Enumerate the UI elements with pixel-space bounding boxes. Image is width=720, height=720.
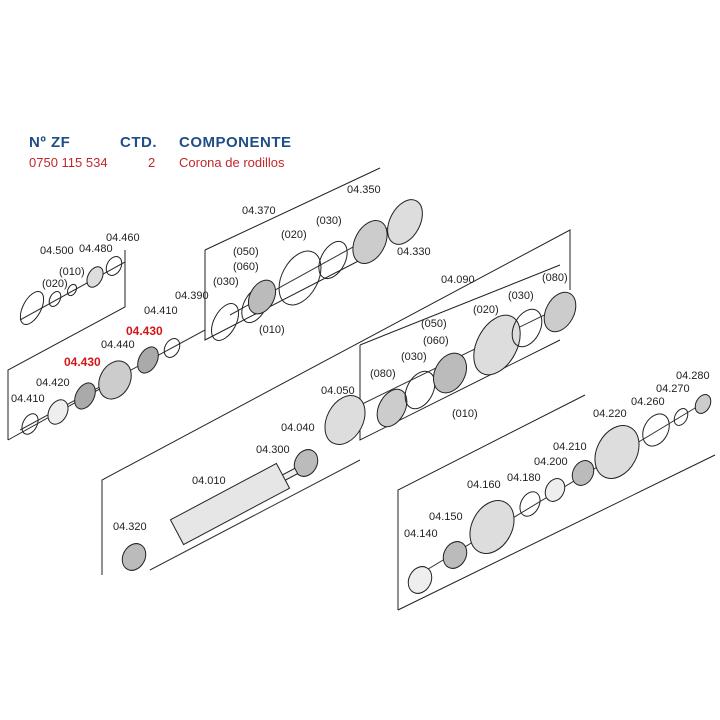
label-030: (030) [213, 276, 239, 288]
label-04430-highlight: 04.430 [126, 324, 163, 338]
label-04270: 04.270 [656, 383, 690, 395]
label-04200: 04.200 [534, 456, 568, 468]
label-04150: 04.150 [429, 511, 463, 523]
label-04140: 04.140 [404, 528, 438, 540]
label-020: (020) [42, 278, 68, 290]
label-04050: 04.050 [321, 385, 355, 397]
label-04420: 04.420 [36, 377, 70, 389]
label-04410: 04.410 [144, 305, 178, 317]
label-04430-highlight: 04.430 [64, 355, 101, 369]
label-010: (010) [59, 266, 85, 278]
label-04220: 04.220 [593, 408, 627, 420]
label-04040: 04.040 [281, 422, 315, 434]
label-04440: 04.440 [101, 339, 135, 351]
label-04460: 04.460 [106, 232, 140, 244]
header-quantity: CTD. [120, 134, 157, 151]
part-number-value: 0750 115 534 [29, 155, 108, 170]
label-04280: 04.280 [676, 370, 710, 382]
part-labels: 04.500 04.480 04.460 (010) (020) 04.370 … [11, 184, 710, 540]
label-04330: 04.330 [397, 246, 431, 258]
label-050: (050) [421, 318, 447, 330]
label-060: (060) [233, 261, 259, 273]
label-030: (030) [508, 290, 534, 302]
header-part-number: Nº ZF [29, 134, 71, 151]
label-04500: 04.500 [40, 245, 74, 257]
component-value: Corona de rodillos [179, 155, 285, 170]
label-04180: 04.180 [507, 472, 541, 484]
label-04160: 04.160 [467, 479, 501, 491]
label-010: (010) [452, 408, 478, 420]
label-04390: 04.390 [175, 290, 209, 302]
label-04480: 04.480 [79, 243, 113, 255]
label-080: (080) [542, 272, 568, 284]
label-010: (010) [259, 324, 285, 336]
quantity-value: 2 [148, 155, 156, 170]
label-050: (050) [233, 246, 259, 258]
label-04210: 04.210 [553, 441, 587, 453]
label-080: (080) [370, 368, 396, 380]
label-04350: 04.350 [347, 184, 381, 196]
label-04410: 04.410 [11, 393, 45, 405]
label-030: (030) [316, 215, 342, 227]
label-04010: 04.010 [192, 475, 226, 487]
label-04370: 04.370 [242, 205, 276, 217]
label-04090: 04.090 [441, 274, 475, 286]
label-04300: 04.300 [256, 444, 290, 456]
label-04260: 04.260 [631, 396, 665, 408]
label-020: (020) [473, 304, 499, 316]
label-020: (020) [281, 229, 307, 241]
label-04320: 04.320 [113, 521, 147, 533]
label-030: (030) [401, 351, 427, 363]
label-060: (060) [423, 335, 449, 347]
parts [19, 199, 712, 594]
header-component: COMPONENTE [179, 134, 292, 151]
